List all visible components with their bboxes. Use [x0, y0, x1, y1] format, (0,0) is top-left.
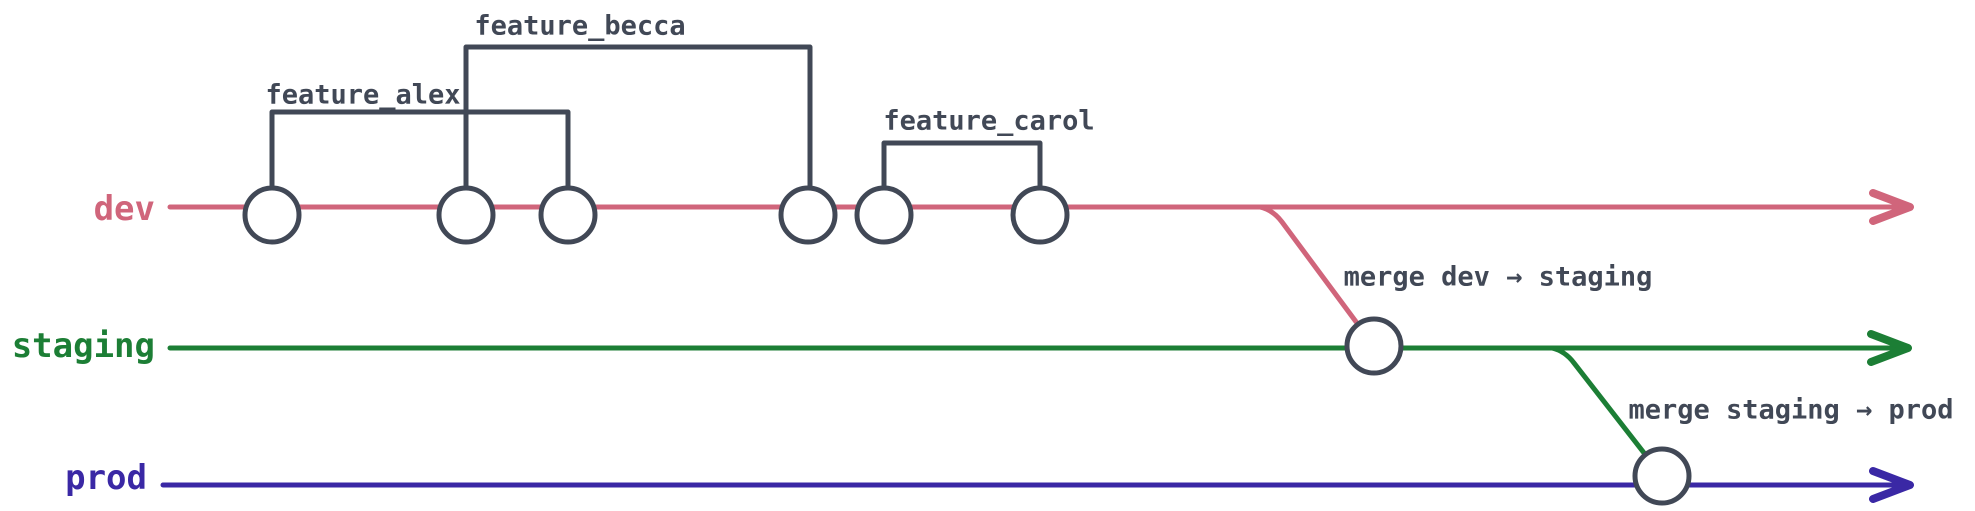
- commit-node-dev: [778, 185, 838, 245]
- feature-bracket-feature_becca: [463, 44, 813, 193]
- arrowhead-staging-icon: [1867, 330, 1912, 366]
- commit-node-dev: [242, 185, 302, 245]
- commit-node-dev: [854, 185, 914, 245]
- merge-label-staging-to-prod: merge staging → prod: [1628, 395, 1953, 426]
- merge-label-dev-to-staging: merge dev → staging: [1344, 262, 1653, 293]
- branch-label-staging: staging: [12, 326, 155, 366]
- commit-node-dev: [538, 185, 598, 245]
- commit-node-dev: [1010, 185, 1070, 245]
- commit-node-dev: [436, 185, 496, 245]
- merge-commit-node-staging: [1344, 316, 1404, 376]
- branch-label-prod: prod: [65, 458, 147, 498]
- feature-bracket-feature_carol: [881, 140, 1043, 193]
- merge-edge-staging-to-prod: [1549, 345, 1665, 479]
- merge-edge-dev-to-staging: [1257, 204, 1377, 349]
- feature-label-feature_alex: feature_alex: [265, 80, 460, 111]
- feature-label-feature_becca: feature_becca: [474, 11, 685, 42]
- feature-bracket-feature_alex: [269, 109, 571, 193]
- merge-commit-node-prod: [1632, 446, 1692, 506]
- arrowhead-prod-icon: [1869, 467, 1914, 503]
- branch-label-dev: dev: [94, 189, 155, 229]
- arrowhead-dev-icon: [1869, 189, 1914, 225]
- feature-label-feature_carol: feature_carol: [883, 106, 1094, 137]
